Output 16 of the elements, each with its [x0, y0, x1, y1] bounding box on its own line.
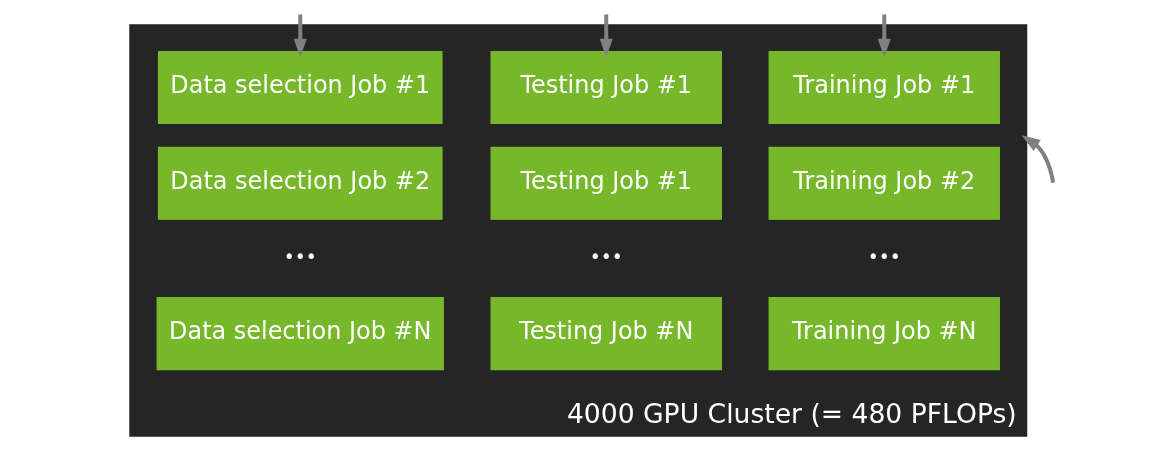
arrow — [293, 14, 307, 58]
arrow — [1021, 135, 1055, 183]
node-box: Training Job #2 — [768, 146, 1000, 220]
arrow — [599, 14, 613, 58]
node-box: Testing Job #1 — [489, 50, 722, 125]
node-box: Data selection Job #N — [156, 297, 444, 371]
arrow — [877, 14, 891, 58]
label: ••• — [589, 246, 623, 268]
label: ••• — [283, 246, 317, 268]
node-box: Testing Job #N — [489, 297, 722, 371]
label: ••• — [867, 246, 901, 268]
node-box: Data selection Job #2 — [157, 146, 443, 220]
node-box: Testing Job #1 — [489, 146, 722, 220]
node-box: Data selection Job #1 — [157, 50, 443, 125]
node-box: Training Job #1 — [768, 50, 1000, 125]
node-box: Training Job #N — [768, 297, 1000, 371]
